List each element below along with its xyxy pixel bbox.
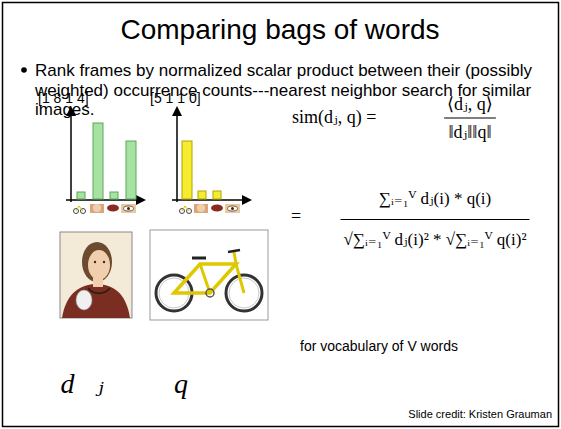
formula-denominator: ‖dⱼ‖‖q‖ xyxy=(449,122,492,143)
word-icons xyxy=(74,204,241,214)
green-histogram xyxy=(66,106,146,205)
formula-denominator: √∑ᵢ₌₁ⱽ dⱼ(i)² * √∑ᵢ₌₁ⱽ q(i)² xyxy=(344,230,527,250)
count-vector: [1 8 1 4] xyxy=(38,90,89,106)
fraction-bar xyxy=(341,219,530,220)
note-text: for vocabulary of V words xyxy=(300,338,458,354)
formula-numerator: ⟨dⱼ, q⟩ xyxy=(447,94,493,115)
formula-numerator: ∑ᵢ₌₁ⱽ dⱼ(i) * q(i) xyxy=(379,189,491,209)
portrait-image xyxy=(60,232,132,318)
yellow-histogram xyxy=(172,106,252,205)
credit-text: Slide credit: Kristen Grauman xyxy=(408,408,552,421)
bicycle-image xyxy=(150,230,268,320)
slide-title: Comparing bags of words xyxy=(120,14,439,46)
formula-text: sim(dⱼ, q) = xyxy=(292,107,376,128)
vector-label: d⃗ⱼ xyxy=(60,368,103,400)
slide-border xyxy=(3,3,559,427)
fraction-bar xyxy=(444,117,496,118)
count-vector: [5 1 1 0] xyxy=(150,90,201,106)
formula-text: = xyxy=(291,206,301,227)
vector-label: q⃗ xyxy=(174,368,210,400)
bullet-dot xyxy=(21,67,27,73)
